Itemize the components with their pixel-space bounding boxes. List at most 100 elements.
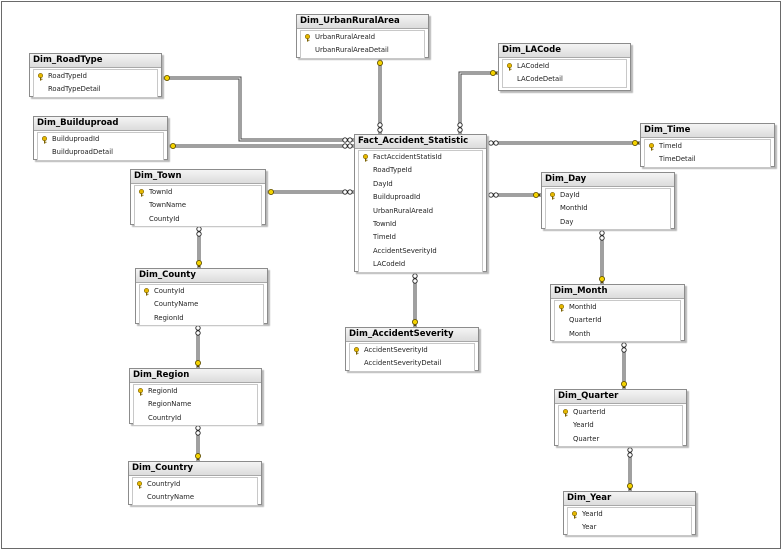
- column-row[interactable]: TimeDetail: [645, 153, 770, 166]
- column-row[interactable]: TownName: [135, 199, 261, 212]
- column-row[interactable]: CountyId: [135, 213, 261, 226]
- column-row[interactable]: RoadTypeDetail: [34, 83, 157, 96]
- table-title[interactable]: Dim_County: [136, 269, 267, 283]
- many-end-marker: [195, 325, 201, 336]
- column-row[interactable]: TimeId: [359, 231, 482, 244]
- table-title[interactable]: Dim_Builduproad: [34, 117, 167, 131]
- table-title[interactable]: Dim_AccidentSeverity: [346, 328, 478, 342]
- column-row[interactable]: BuilduproadDetail: [38, 146, 163, 159]
- column-row[interactable]: DayId: [359, 178, 482, 191]
- column-row[interactable]: BuilduproadId: [359, 191, 482, 204]
- relationship-fact-accident-statistic-to-dim-town[interactable]: [266, 188, 354, 195]
- primary-key-column[interactable]: QuarterId: [559, 406, 682, 419]
- relationship-dim-town-to-dim-county[interactable]: [195, 225, 202, 268]
- column-row[interactable]: RegionId: [140, 312, 263, 325]
- column-row[interactable]: UrbanRuralAreaId: [359, 205, 482, 218]
- column-name: CountyId: [149, 214, 180, 223]
- relationship-dim-county-to-dim-region[interactable]: [194, 324, 201, 368]
- many-end-marker: [488, 140, 499, 146]
- column-row[interactable]: LACodeDetail: [503, 73, 626, 86]
- primary-key-column[interactable]: MonthId: [555, 301, 680, 314]
- key-end-marker: [194, 452, 201, 460]
- table-title[interactable]: Dim_Time: [641, 124, 774, 138]
- table-title[interactable]: Dim_Country: [129, 462, 261, 476]
- primary-key-column[interactable]: AccidentSeverityId: [350, 344, 474, 357]
- relationship-fact-accident-statistic-to-dim-roadtype[interactable]: [376, 58, 383, 134]
- primary-key-column[interactable]: TimeId: [645, 140, 770, 153]
- primary-key-column[interactable]: RegionId: [134, 385, 257, 398]
- relationship-fact-accident-statistic-to-dim-urbanruralarea[interactable]: [162, 75, 354, 143]
- table-title[interactable]: Dim_Month: [551, 285, 684, 299]
- column-row[interactable]: UrbanRuralAreaDetail: [301, 44, 424, 57]
- column-row[interactable]: AccidentSeverityDetail: [350, 357, 474, 370]
- table-title[interactable]: Dim_UrbanRuralArea: [297, 15, 428, 29]
- primary-key-column[interactable]: CountryId: [133, 478, 257, 491]
- relationship-dim-day-to-dim-month[interactable]: [599, 229, 606, 284]
- primary-key-column[interactable]: YearId: [568, 508, 691, 521]
- many-end-marker: [196, 226, 202, 237]
- primary-key-column[interactable]: UrbanRuralAreaId: [301, 31, 424, 44]
- column-row[interactable]: AccidentSeverityId: [359, 245, 482, 258]
- relationship-fact-accident-statistic-to-dim-time[interactable]: [487, 139, 640, 146]
- column-row[interactable]: MonthId: [546, 202, 670, 215]
- relationship-fact-accident-statistic-to-dim-accidentseverity[interactable]: [411, 272, 418, 327]
- column-row[interactable]: YearId: [559, 419, 682, 432]
- column-row[interactable]: TownId: [359, 218, 482, 231]
- relationship-fact-accident-statistic-to-dim-builduproad[interactable]: [457, 70, 498, 134]
- table-title[interactable]: Dim_Day: [542, 173, 674, 187]
- table-title[interactable]: Fact_Accident_Statistic: [355, 135, 486, 149]
- primary-key-column[interactable]: BuilduproadId: [38, 133, 163, 146]
- column-row[interactable]: LACodeId: [359, 258, 482, 271]
- table-title[interactable]: Dim_Town: [131, 170, 265, 184]
- primary-key-column[interactable]: DayId: [546, 189, 670, 202]
- relationship-fact-accident-statistic-to-dim-lacode[interactable]: [168, 142, 354, 149]
- relationship-dim-region-to-dim-country[interactable]: [194, 424, 201, 461]
- table-title[interactable]: Dim_Quarter: [555, 390, 686, 404]
- relationship-fact-accident-statistic-to-dim-day[interactable]: [487, 191, 541, 198]
- primary-key-icon: [562, 409, 569, 417]
- column-row[interactable]: CountryId: [134, 412, 257, 425]
- primary-key-column[interactable]: FactAccidentStatisId: [359, 151, 482, 164]
- primary-key-column[interactable]: CountyId: [140, 285, 263, 298]
- column-row[interactable]: Day: [546, 216, 670, 229]
- key-end-marker: [169, 142, 176, 149]
- primary-key-icon: [136, 481, 143, 489]
- column-name: TownName: [149, 201, 187, 210]
- column-row[interactable]: QuarterId: [555, 314, 680, 327]
- primary-key-column[interactable]: LACodeId: [503, 60, 626, 73]
- primary-key-column[interactable]: TownId: [135, 186, 261, 199]
- column-row[interactable]: Year: [568, 521, 691, 534]
- relationship-dim-month-to-dim-quarter[interactable]: [621, 341, 628, 389]
- primary-key-icon: [138, 189, 145, 197]
- table-title[interactable]: Dim_LACode: [499, 44, 630, 58]
- primary-key-column[interactable]: RoadTypeId: [34, 70, 157, 83]
- column-row[interactable]: Quarter: [559, 433, 682, 446]
- column-row[interactable]: CountryName: [133, 491, 257, 504]
- column-row[interactable]: RegionName: [134, 398, 257, 411]
- column-row[interactable]: Month: [555, 328, 680, 341]
- table-title[interactable]: Dim_Region: [130, 369, 261, 383]
- table-title[interactable]: Dim_RoadType: [30, 54, 161, 68]
- relationship-dim-quarter-to-dim-year[interactable]: [627, 446, 634, 491]
- column-row[interactable]: RoadTypeId: [359, 164, 482, 177]
- table-title[interactable]: Dim_Year: [564, 492, 695, 506]
- column-row[interactable]: CountyName: [140, 298, 263, 311]
- column-name: UrbanRuralAreaId: [373, 206, 434, 215]
